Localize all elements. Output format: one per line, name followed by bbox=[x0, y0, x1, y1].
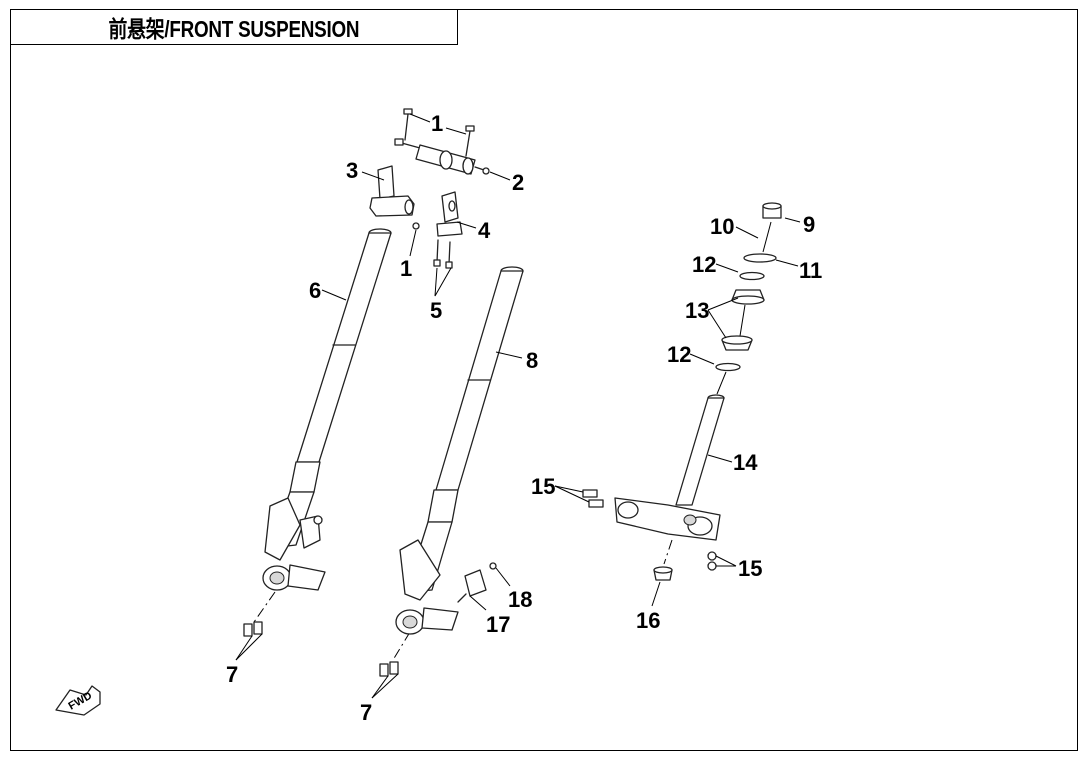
stem-14 bbox=[675, 394, 725, 506]
callout-15-left: 15 bbox=[531, 474, 555, 499]
callout-5: 5 bbox=[430, 298, 442, 323]
bolts-15-right bbox=[707, 551, 717, 571]
callout-7-right: 7 bbox=[360, 700, 372, 725]
callout-18: 18 bbox=[508, 587, 532, 612]
sensor-17 bbox=[457, 569, 487, 603]
callout-15-right: 15 bbox=[738, 556, 762, 581]
triple-clamp-bottom bbox=[614, 497, 721, 541]
fork-leg-left-6 bbox=[262, 228, 392, 591]
callout-17: 17 bbox=[486, 612, 510, 637]
bracket-3 bbox=[369, 165, 420, 230]
axle-bolts-7-right bbox=[379, 661, 399, 677]
callout-4: 4 bbox=[478, 218, 491, 243]
page-title: 前悬架/FRONT SUSPENSION bbox=[108, 16, 360, 42]
bolt-1a bbox=[403, 108, 413, 141]
bolt-1b bbox=[465, 125, 475, 157]
callout-1-lower: 1 bbox=[400, 256, 412, 281]
callout-11: 11 bbox=[799, 258, 822, 283]
callout-7-left: 7 bbox=[226, 662, 238, 687]
callout-12-bottom: 12 bbox=[667, 342, 691, 367]
nut-16 bbox=[653, 566, 673, 581]
bolt-18 bbox=[489, 562, 497, 570]
callout-12-top: 12 bbox=[692, 252, 716, 277]
bolts-5 bbox=[433, 239, 453, 269]
callout-2: 2 bbox=[512, 170, 524, 195]
fork-leg-right-8 bbox=[395, 266, 524, 635]
washer-11 bbox=[743, 253, 777, 263]
callout-1-top: 1 bbox=[431, 111, 443, 136]
leader-lines bbox=[235, 113, 801, 699]
bracket-4 bbox=[436, 191, 463, 237]
bearing-13-bottom bbox=[721, 335, 753, 351]
callout-10: 10 bbox=[710, 214, 734, 239]
callouts: 1 2 3 4 1 5 6 7 8 7 9 10 11 12 13 12 14 … bbox=[226, 111, 822, 725]
callout-3: 3 bbox=[346, 158, 358, 183]
fwd-arrow-icon: FWD bbox=[55, 685, 101, 716]
nut-9 bbox=[762, 202, 782, 219]
ring-12-bottom bbox=[715, 362, 741, 372]
callout-16: 16 bbox=[636, 608, 660, 633]
bearing-13-top bbox=[731, 289, 765, 305]
title-box: 前悬架/FRONT SUSPENSION bbox=[10, 9, 458, 45]
axle-bolts-7-left bbox=[243, 621, 263, 637]
callout-13: 13 bbox=[685, 298, 709, 323]
drawing-frame bbox=[10, 9, 1078, 751]
callout-8: 8 bbox=[526, 348, 538, 373]
ring-12-top bbox=[739, 271, 765, 281]
callout-9: 9 bbox=[803, 212, 815, 237]
clamp-cylinder-2 bbox=[394, 138, 490, 175]
bolts-15-left bbox=[582, 489, 604, 508]
callout-14: 14 bbox=[733, 450, 758, 475]
callout-6: 6 bbox=[309, 278, 321, 303]
